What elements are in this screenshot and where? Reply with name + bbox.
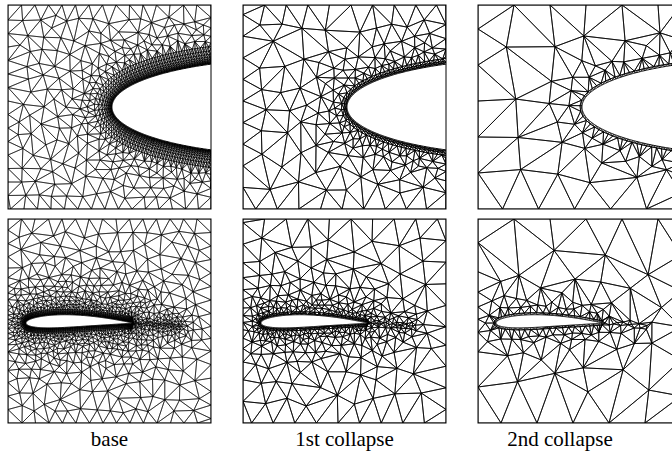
airfoil-body <box>496 315 603 328</box>
panel-frame <box>8 5 211 209</box>
panel-frame <box>243 219 446 423</box>
mesh-panel <box>478 219 672 423</box>
panel-frame <box>478 219 672 423</box>
mesh-clip <box>478 219 672 423</box>
mesh-panel <box>243 219 446 423</box>
panel-caption: base <box>0 427 221 451</box>
mesh-clip <box>8 5 211 209</box>
mesh-panel <box>478 5 672 209</box>
mesh-clip <box>478 5 672 209</box>
triangle-mesh <box>8 219 211 423</box>
triangle-mesh <box>478 219 672 423</box>
airfoil-body <box>261 315 368 328</box>
panel-caption: 2nd collapse <box>468 427 652 451</box>
mesh-clip <box>243 5 446 209</box>
mesh-clip <box>8 219 211 423</box>
panel-frame <box>478 5 672 209</box>
airfoil-body <box>582 59 672 155</box>
airfoil-body <box>26 315 133 328</box>
panel-caption: 1st collapse <box>233 427 456 451</box>
panel-frame <box>8 219 211 423</box>
triangle-mesh <box>243 219 446 423</box>
mesh-clip <box>243 219 446 423</box>
mesh-panel <box>8 219 211 423</box>
airfoil-body <box>112 59 211 155</box>
panel-frame <box>243 5 446 209</box>
airfoil-body <box>347 59 446 155</box>
